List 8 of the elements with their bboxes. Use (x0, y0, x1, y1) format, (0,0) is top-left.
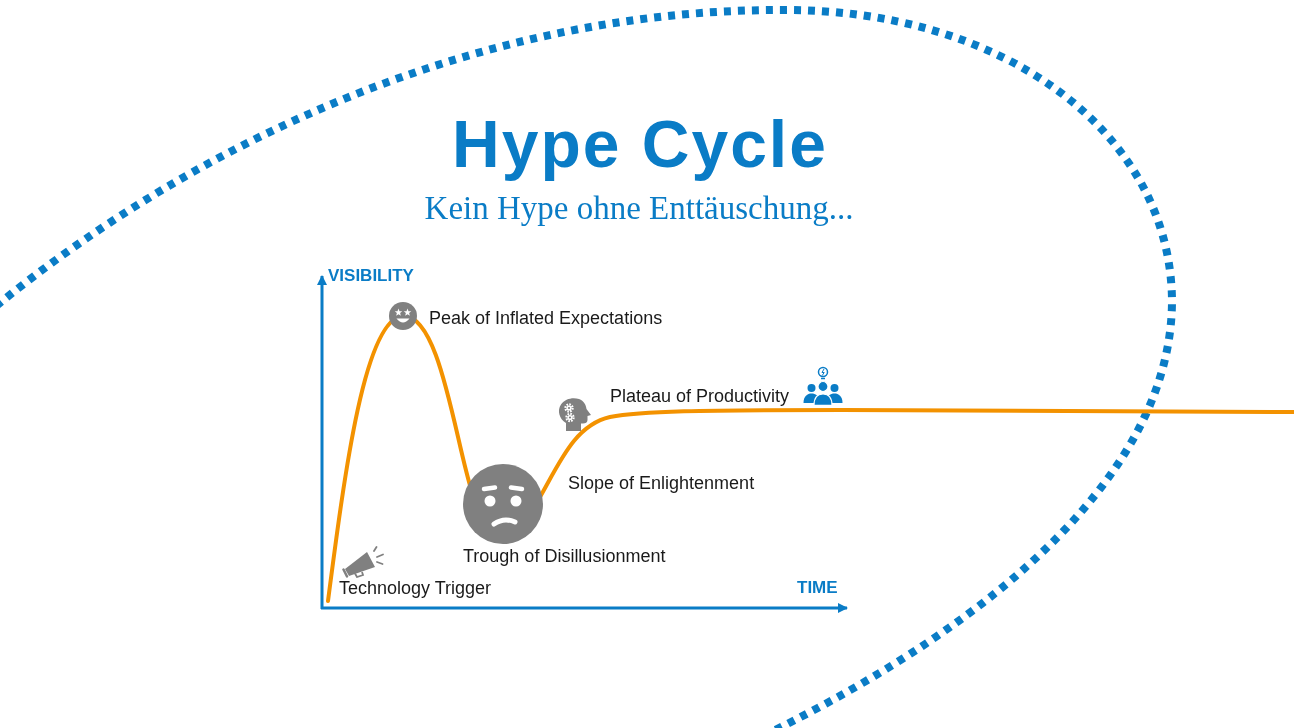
phase-label: Peak of Inflated Expectations (429, 309, 663, 327)
phase-label: Plateau of Productivity (610, 387, 790, 405)
phase-label: Slope of Enlightenment (568, 474, 755, 492)
subtitle: Kein Hype ohne Enttäuschung... (424, 192, 854, 225)
phase-label: Technology Trigger (339, 579, 492, 597)
axis-label: TIME (797, 579, 838, 596)
phase-label: Trough of Disillusionment (463, 547, 666, 565)
axis-label: VISIBILITY (328, 267, 414, 284)
